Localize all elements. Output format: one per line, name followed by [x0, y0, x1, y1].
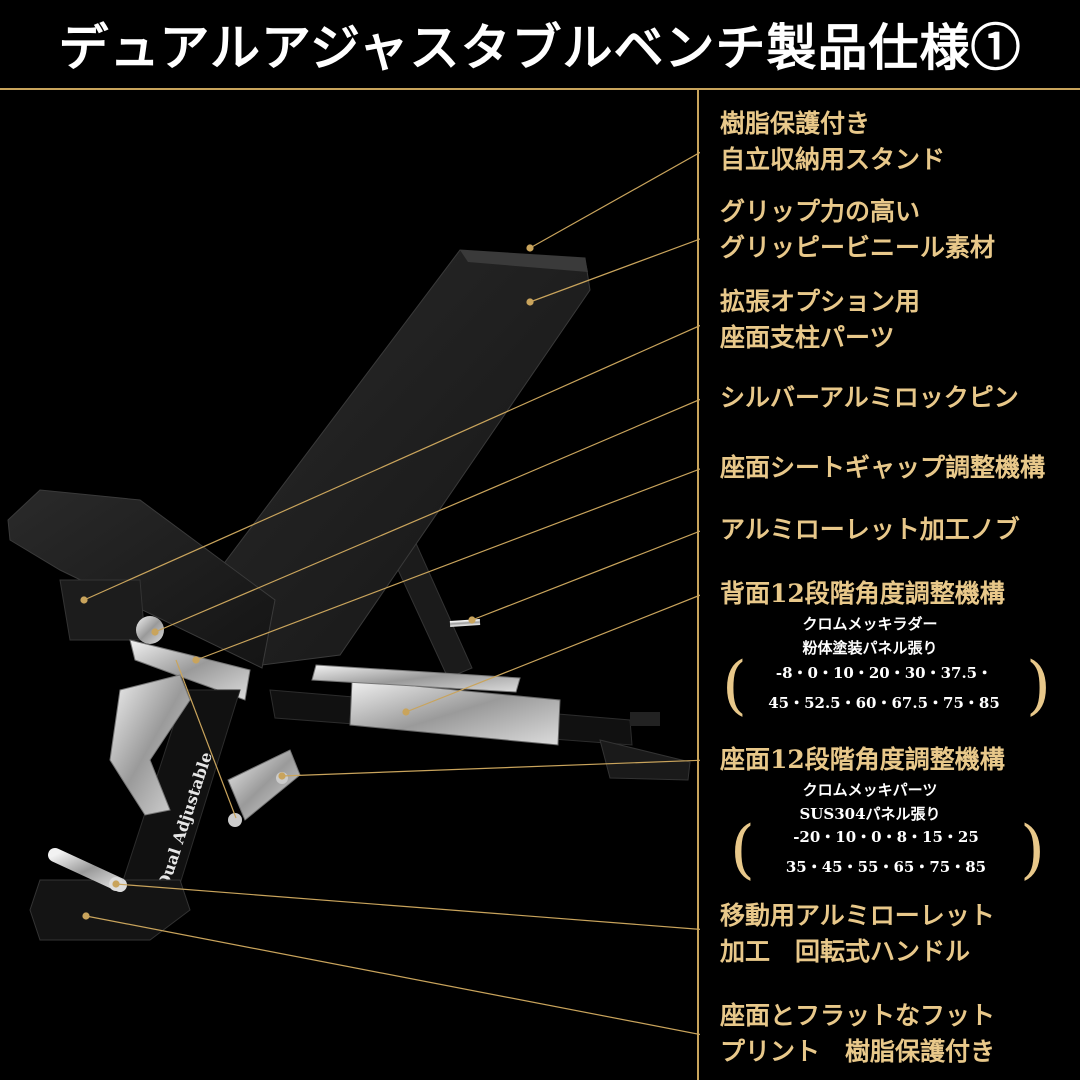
spec-knob: アルミローレット加工ノブ — [720, 512, 1020, 548]
front-foot — [29, 848, 191, 941]
front-leg: Dual Adjustable — [109, 674, 301, 901]
spec-line: グリッピービニール素材 — [720, 233, 996, 262]
spec-line: 座面とフラットなフット — [720, 1001, 996, 1030]
bracket-open: ( — [722, 649, 747, 723]
title-divider — [0, 88, 1080, 90]
angle-line: 35・45・55・65・75・85 — [785, 858, 987, 876]
spec-subline: 粉体塗装パネル張り — [802, 639, 938, 657]
spec-line: 座面シートギャップ調整機構 — [720, 453, 1046, 482]
spec-handle: 移動用アルミローレット 加工 回転式ハンドル — [720, 898, 995, 970]
spec-line: 座面12段階角度調整機構 — [720, 745, 1005, 774]
spec-line: 自立収納用スタンド — [720, 145, 946, 174]
spec-seat-adjust: 座面12段階角度調整機構 クロムメッキパーツ SUS304パネル張り — [720, 742, 1020, 826]
spec-back-adjust: 背面12段階角度調整機構 クロムメッキラダー 粉体塗装パネル張り — [720, 576, 1020, 660]
bracket-close: ) — [1020, 813, 1045, 887]
seat-angle-list: -20・10・0・8・15・25 35・45・55・65・75・85 — [756, 822, 1016, 882]
spec-line: 移動用アルミローレット — [720, 901, 995, 930]
back-angle-list: -8・0・10・20・30・37.5・ 45・52.5・60・67.5・75・8… — [748, 658, 1020, 718]
angle-line: -8・0・10・20・30・37.5・ — [775, 664, 993, 682]
angle-line: -20・10・0・8・15・25 — [793, 828, 979, 846]
spec-line: プリント 樹脂保護付き — [720, 1037, 996, 1066]
page-title: デュアルアジャスタブルベンチ製品仕様① — [58, 18, 1022, 77]
spec-expansion: 拡張オプション用 座面支柱パーツ — [720, 284, 920, 356]
spec-line: シルバーアルミロックピン — [720, 383, 1019, 412]
spec-line: 拡張オプション用 — [720, 287, 921, 316]
spec-stand: 樹脂保護付き 自立収納用スタンド — [720, 106, 945, 178]
spec-line: グリップ力の高い — [720, 197, 921, 226]
spec-subline: クロムメッキラダー — [802, 615, 938, 633]
spec-line: 樹脂保護付き — [720, 109, 871, 138]
bracket-close: ) — [1026, 649, 1051, 723]
back-ladder — [311, 519, 561, 746]
bracket-open: ( — [730, 813, 755, 887]
spec-lock-pin: シルバーアルミロックピン — [720, 380, 1019, 416]
spec-seat-gap: 座面シートギャップ調整機構 — [720, 450, 1045, 486]
bench-illustration: Dual Adjustable — [7, 151, 700, 1036]
spec-subline: SUS304パネル張り — [799, 805, 941, 823]
leader-lines — [80, 151, 700, 1036]
seat-bracket — [59, 579, 251, 701]
spec-line: アルミローレット加工ノブ — [720, 515, 1020, 544]
spec-line: 背面12段階角度調整機構 — [720, 579, 1005, 608]
angle-line: 45・52.5・60・67.5・75・85 — [768, 694, 1000, 712]
seat-pad — [7, 489, 276, 669]
spec-divider — [697, 88, 699, 1080]
spec-vinyl: グリップ力の高い グリッピービニール素材 — [720, 194, 995, 266]
spec-line: 加工 回転式ハンドル — [720, 937, 971, 966]
spec-line: 座面支柱パーツ — [720, 323, 895, 352]
spec-subline: クロムメッキパーツ — [802, 781, 938, 799]
spec-foot: 座面とフラットなフット プリント 樹脂保護付き — [720, 998, 995, 1070]
